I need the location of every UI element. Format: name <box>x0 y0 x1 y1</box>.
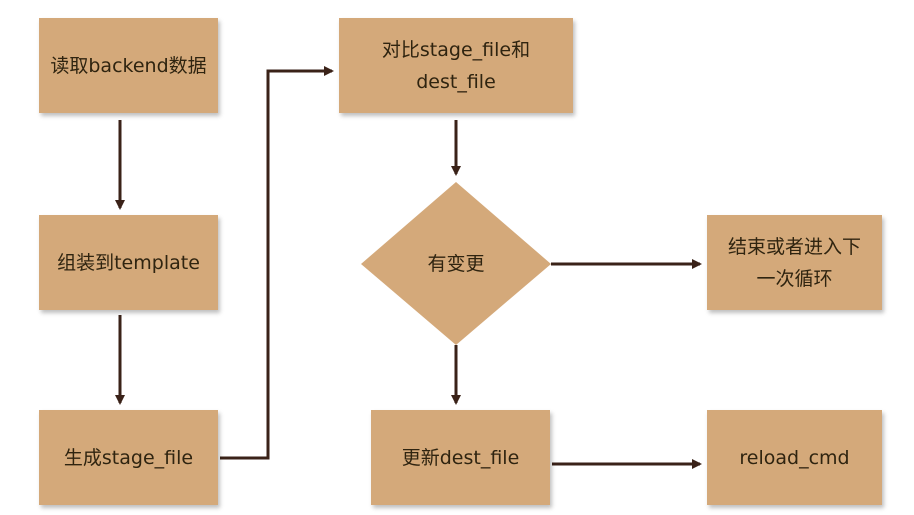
node-update-dest-file-label: 更新dest_file <box>401 446 520 469</box>
node-compare-label-line2: dest_file <box>416 70 496 93</box>
node-generate-stage-file-label: 生成stage_file <box>63 446 194 469</box>
node-reload-cmd-label: reload_cmd <box>739 446 850 469</box>
node-end-label-line1: 结束或者进入下 <box>727 235 861 258</box>
node-compare: 对比stage_file和 dest_file <box>339 18 573 113</box>
node-reload-cmd: reload_cmd <box>707 410 882 505</box>
node-assemble-template-label: 组装到template <box>57 251 200 274</box>
node-update-dest-file: 更新dest_file <box>371 410 550 505</box>
node-assemble-template: 组装到template <box>39 215 218 310</box>
node-read-backend: 读取backend数据 <box>39 18 218 113</box>
node-end-label-line2: 一次循环 <box>756 267 833 290</box>
decision-diamond <box>361 182 551 345</box>
node-compare-label-line1: 对比stage_file和 <box>381 38 531 61</box>
node-read-backend-label: 读取backend数据 <box>50 54 207 77</box>
node-end-or-next: 结束或者进入下 一次循环 <box>707 215 882 310</box>
decision-label: 有变更 <box>427 253 485 275</box>
node-generate-stage-file: 生成stage_file <box>39 410 218 505</box>
edge-generate-to-compare <box>220 66 334 460</box>
